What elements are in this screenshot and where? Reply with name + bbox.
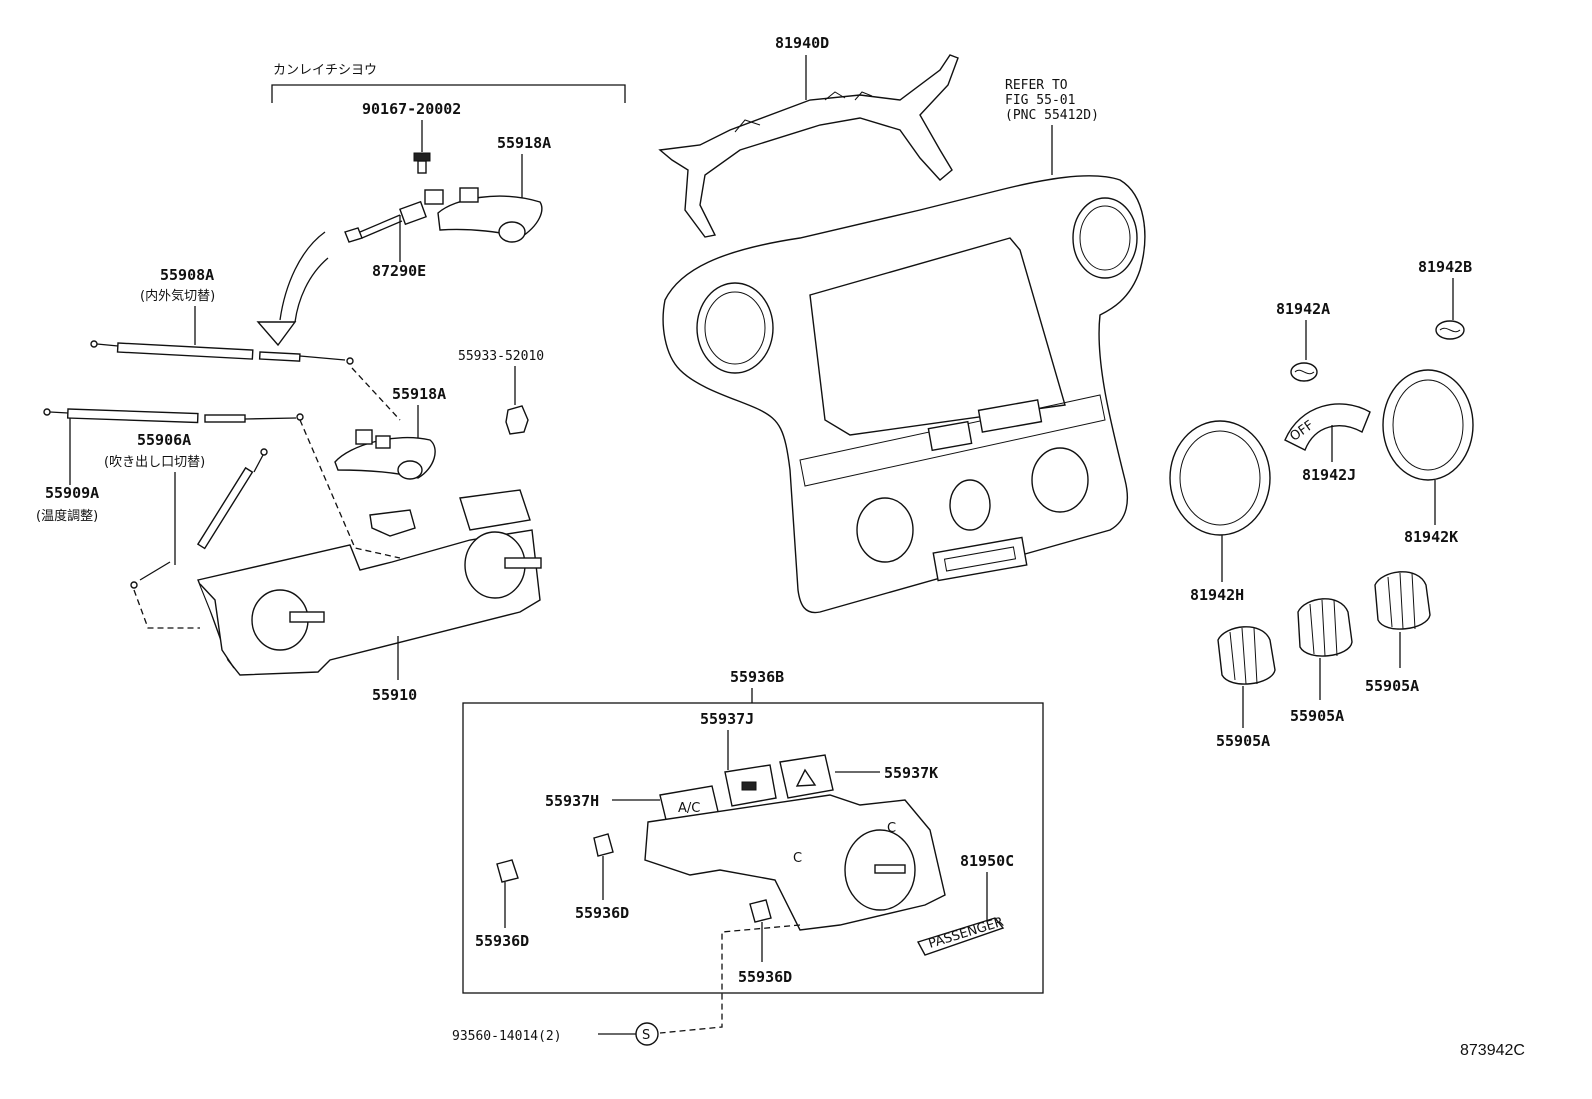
label-93560-14014: 93560-14014(2) (452, 1029, 562, 1044)
label-55936D-1: 55936D (475, 932, 529, 950)
desc-55909A: (温度調整) (36, 508, 98, 524)
label-55905A-1: 55905A (1216, 732, 1270, 750)
part-55937J[interactable]: 55937J (700, 710, 777, 807)
part-55937K[interactable]: 55937K (779, 754, 938, 799)
label-81942J: 81942J (1302, 466, 1356, 484)
part-81942H[interactable]: 81942H (1169, 420, 1271, 604)
part-55936D-1[interactable]: 55936D (475, 859, 529, 950)
kit-bracket: カンレイチシヨウ (271, 63, 626, 103)
refer-line3: (PNC 55412D) (1005, 108, 1099, 123)
label-81940D: 81940D (775, 34, 829, 52)
part-55905A-2[interactable]: 55905A (1290, 598, 1353, 725)
part-55909A[interactable]: 55909A (温度調整) (36, 418, 268, 589)
refer-line1: REFER TO (1005, 78, 1068, 93)
label-81942H: 81942H (1190, 586, 1244, 604)
part-81942J[interactable]: OFF 81942J (1284, 403, 1371, 484)
part-90167-20002[interactable]: 90167-20002 (362, 100, 461, 174)
label-55906A: 55906A (137, 431, 191, 449)
desc-55906A: (吹き出し口切替) (104, 455, 205, 470)
part-55936D-2[interactable]: 55936D (575, 833, 629, 922)
label-81942K: 81942K (1404, 528, 1458, 546)
diagram-reference: 873942C (1460, 1042, 1525, 1059)
arrow-indicator (256, 231, 329, 347)
part-55905A-1[interactable]: 55905A (1216, 626, 1276, 750)
part-55933-52010[interactable]: 55933-52010 (458, 349, 544, 435)
part-55908A[interactable]: 55908A (内外気切替) (90, 266, 354, 365)
label-55936B: 55936B (730, 668, 784, 686)
label-87290E: 87290E (372, 262, 426, 280)
label-81950C: 81950C (960, 852, 1014, 870)
label-81942B: 81942B (1418, 258, 1472, 276)
label-55910: 55910 (372, 686, 417, 704)
part-81942K[interactable]: 81942K (1382, 369, 1474, 546)
dash-center-panel[interactable] (662, 175, 1146, 614)
label-ac: A/C (678, 801, 700, 816)
label-55905A-2: 55905A (1290, 707, 1344, 725)
label-55936D-3: 55936D (738, 968, 792, 986)
screw-marker-icon: S (642, 1028, 650, 1043)
letter-c-left: C (793, 851, 802, 866)
part-55910[interactable]: 55910 (197, 489, 542, 704)
desc-55908A: (内外気切替) (140, 288, 215, 304)
label-55937K: 55937K (884, 764, 938, 782)
label-55937H: 55937H (545, 792, 599, 810)
label-55936D-2: 55936D (575, 904, 629, 922)
part-81940D[interactable]: 81940D (658, 34, 959, 238)
part-87290E[interactable]: 87290E (344, 189, 444, 280)
label-55905A-3: 55905A (1365, 677, 1419, 695)
group-55936B: 55936B (462, 668, 1044, 994)
part-55936D-3[interactable]: 55936D (738, 899, 792, 986)
label-55918A-mid: 55918A (392, 385, 446, 403)
refer-note: REFER TO FIG 55-01 (PNC 55412D) (1005, 78, 1099, 175)
part-55936B-plate[interactable]: C C (644, 794, 946, 931)
part-55918A-mid[interactable]: 55918A (334, 385, 446, 480)
label-55909A: 55909A (45, 484, 99, 502)
label-passenger: PASSENGER (927, 915, 1006, 952)
refer-line2: FIG 55-01 (1005, 93, 1075, 108)
kit-label: カンレイチシヨウ (273, 63, 377, 78)
label-55908A: 55908A (160, 266, 214, 284)
part-55905A-3[interactable]: 55905A (1365, 571, 1431, 695)
label-90167-20002: 90167-20002 (362, 100, 461, 118)
label-55937J: 55937J (700, 710, 754, 728)
label-55918A-top: 55918A (497, 134, 551, 152)
part-55906A[interactable]: 55906A (吹き出し口切替) (43, 408, 304, 565)
part-93560-14014[interactable]: 93560-14014(2) S (452, 1022, 659, 1046)
part-81942A[interactable]: 81942A (1276, 300, 1330, 382)
label-55933-52010: 55933-52010 (458, 349, 544, 364)
letter-c-right: C (887, 821, 896, 836)
part-81942B[interactable]: 81942B (1418, 258, 1472, 340)
part-55918A-top[interactable]: 55918A (437, 134, 551, 243)
label-81942A: 81942A (1276, 300, 1330, 318)
